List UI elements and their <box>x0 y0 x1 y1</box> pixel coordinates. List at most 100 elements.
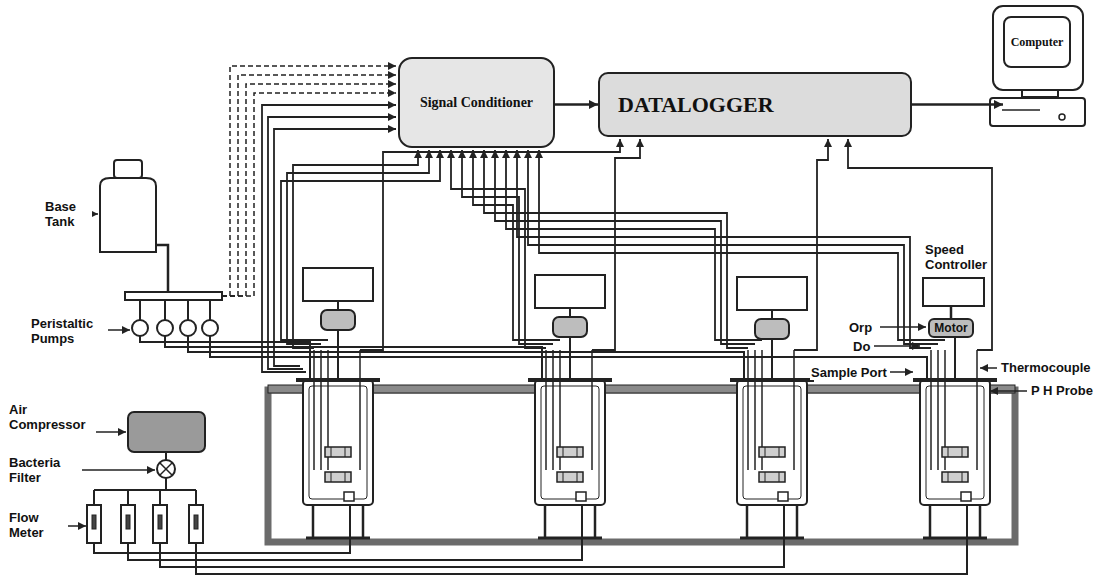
impeller-blade <box>765 472 766 482</box>
probe <box>754 350 756 470</box>
leader-arrow <box>880 326 926 328</box>
head-plate <box>296 378 380 382</box>
sensor-wire <box>495 150 755 344</box>
computer-base <box>990 98 1085 126</box>
impeller-blade <box>563 472 564 482</box>
tank-body <box>100 178 156 252</box>
sparger <box>344 492 354 501</box>
pump-signal-line <box>222 84 396 296</box>
head-plate <box>730 378 814 382</box>
flow-meter <box>121 505 135 543</box>
impeller-blade <box>948 447 949 457</box>
connector <box>912 103 1003 106</box>
part-label: Bacteria Filter <box>8 455 82 485</box>
impeller-blade <box>345 447 346 457</box>
part-label: Air Compressor <box>8 402 96 432</box>
connector <box>950 307 953 318</box>
part-label: Do <box>852 339 871 354</box>
filter-cross <box>160 463 172 475</box>
filter-cross <box>160 463 172 475</box>
head-plate <box>913 378 997 382</box>
pump-stem <box>139 300 141 320</box>
pump-head <box>180 320 196 336</box>
probe <box>545 350 547 470</box>
flow-meter-float <box>92 515 96 529</box>
air-line <box>159 490 161 505</box>
vessel-leg <box>362 505 365 538</box>
impeller <box>325 447 351 457</box>
air-line <box>165 478 167 490</box>
impeller <box>759 447 785 457</box>
impeller-blade <box>331 472 332 482</box>
sensor-wire <box>262 105 396 372</box>
power-button <box>1059 114 1065 120</box>
sensor-wire <box>274 129 396 366</box>
probe <box>552 350 554 470</box>
impeller <box>759 472 785 482</box>
pump-head <box>202 320 218 336</box>
pump-stem <box>164 300 166 320</box>
water-bath <box>268 390 1015 542</box>
pump-rack <box>125 292 222 300</box>
logger-wire <box>848 139 992 350</box>
speed-controller-box: Speed Controller <box>922 277 985 307</box>
part-label: Peristaltic Pumps <box>30 316 108 346</box>
vessel-foot <box>923 537 987 540</box>
vessel-leg <box>796 505 799 538</box>
leader-arrow <box>874 345 920 347</box>
air-feed-line <box>94 500 350 553</box>
sensor-wire <box>539 150 945 340</box>
bacteria-filter <box>157 460 175 478</box>
impeller-blade <box>779 447 780 457</box>
motor-box: Motor <box>928 318 974 338</box>
vessel-foot <box>538 537 602 540</box>
box-text: Signal Conditioner <box>420 95 533 111</box>
air-line <box>165 452 167 460</box>
vessel-foot <box>306 537 370 540</box>
base-feed-line <box>156 245 168 292</box>
shaft <box>569 308 571 317</box>
impeller-blade <box>779 472 780 482</box>
pump-head <box>157 320 173 336</box>
vessel-leg <box>979 505 982 538</box>
probe <box>976 350 978 470</box>
heading-label: Speed Controller <box>925 242 1001 272</box>
speed-controller <box>535 275 605 308</box>
vessel-leg <box>929 505 932 538</box>
signal-conditioner-box: Signal Conditioner <box>398 57 555 148</box>
leader-arrow <box>82 469 155 471</box>
sensor-wire <box>281 150 440 340</box>
monitor-stand <box>1022 90 1058 97</box>
impeller <box>325 472 351 482</box>
probe <box>747 350 749 470</box>
impeller-blade <box>577 447 578 457</box>
computer-screen: Computer <box>1003 16 1071 68</box>
vessel-leg <box>746 505 749 538</box>
pump-signal-line <box>222 93 396 296</box>
probe <box>359 350 361 470</box>
sensor-wire <box>268 117 396 369</box>
vessel-jacket <box>541 386 599 499</box>
part-label: Sample Port <box>810 365 888 380</box>
flow-meter-float <box>126 515 130 529</box>
impeller <box>557 472 583 482</box>
sparger <box>961 492 971 501</box>
impeller <box>557 447 583 457</box>
head-plate <box>528 378 612 382</box>
probe <box>591 350 593 470</box>
pump-signal-line <box>222 75 396 296</box>
impeller-blade <box>345 472 346 482</box>
impeller-blade <box>331 447 332 457</box>
leader-arrow <box>68 525 86 527</box>
impeller-blade <box>962 472 963 482</box>
probe <box>937 350 939 470</box>
sensor-wire <box>293 150 418 348</box>
sensor-wire <box>517 150 931 348</box>
part-label: Base Tank <box>44 199 92 229</box>
flow-meter-float <box>158 515 162 529</box>
air-line <box>127 490 129 505</box>
probe <box>930 350 932 470</box>
bath-top-band <box>268 385 1015 393</box>
flow-meter <box>153 505 167 543</box>
sensor-wire <box>451 150 546 348</box>
